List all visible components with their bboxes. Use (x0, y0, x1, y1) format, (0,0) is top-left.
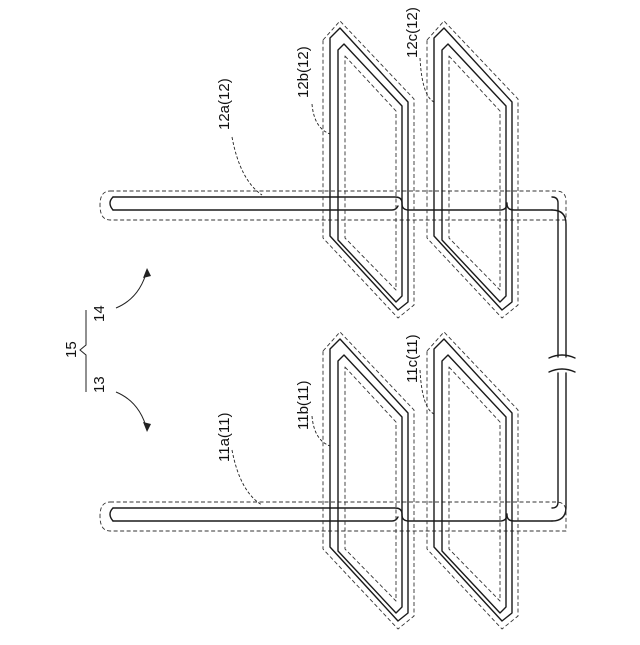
label-13: 13 (91, 376, 108, 393)
label-11c: 11c(11) (404, 334, 421, 383)
label-12c: 12c(12) (404, 7, 421, 58)
label-15: 15 (63, 341, 80, 358)
label-14: 14 (91, 305, 108, 322)
leader-12a (232, 137, 262, 195)
label-12b: 12b(12) (295, 46, 312, 98)
coil-11c (427, 332, 518, 629)
coil-12c (427, 21, 518, 318)
brace-15 (80, 310, 86, 392)
connecting-riser (549, 197, 575, 521)
trunk-rod-12a (100, 191, 566, 220)
coil-11b (323, 332, 414, 629)
break-mark (549, 355, 575, 358)
arrow-13 (116, 392, 151, 432)
coil-assembly-12 (100, 21, 566, 318)
label-12a: 12a(12) (216, 78, 233, 130)
label-11b: 11b(11) (295, 381, 312, 430)
coil-12b (323, 21, 414, 318)
leader-11b (312, 416, 330, 446)
leader-11a (232, 450, 262, 505)
arrow-14 (116, 268, 151, 308)
leader-12b (312, 104, 330, 134)
trunk-rod-11a (100, 502, 566, 531)
coil-assembly-11 (100, 332, 566, 629)
label-11a: 11a(11) (216, 413, 233, 462)
